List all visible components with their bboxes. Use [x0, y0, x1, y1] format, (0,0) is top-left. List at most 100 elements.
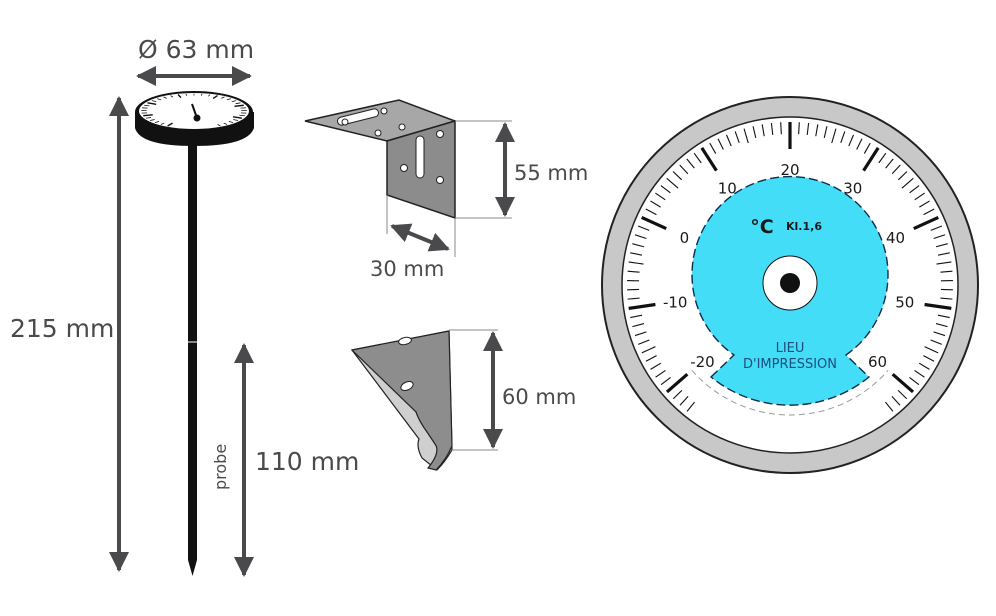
- dial-tick-small: [157, 98, 162, 101]
- dial-minor-tick: [752, 126, 757, 139]
- dial-minor-tick: [660, 376, 671, 386]
- dial-scale-label: 40: [886, 229, 905, 247]
- dial-minor-tick: [848, 134, 854, 147]
- dial-major-tick: [641, 215, 667, 231]
- dial-minor-tick: [909, 185, 920, 194]
- bracket-hole: [374, 129, 382, 137]
- dial-tick-small: [226, 98, 231, 101]
- clip-hole: [398, 336, 412, 346]
- dial-minor-tick: [940, 297, 953, 300]
- unit-label: °C: [750, 216, 773, 238]
- dial-inner-guide: [691, 369, 889, 416]
- clip-hole: [400, 380, 414, 392]
- dial-minor-tick: [923, 208, 935, 216]
- dial-tick-small: [234, 104, 244, 108]
- dial-minor-tick: [632, 243, 645, 248]
- dial-scale-label: 30: [843, 179, 862, 197]
- dial-minor-tick: [909, 376, 920, 386]
- bracket-hole: [400, 164, 408, 172]
- dial-minor-tick: [686, 158, 695, 169]
- dial-scale-label: 0: [680, 229, 690, 247]
- dial-minor-tick: [937, 314, 950, 319]
- probe-word-label: probe: [211, 444, 230, 490]
- dial-minor-tick: [679, 164, 689, 175]
- dial-minor-tick: [650, 200, 661, 208]
- dial-minor-tick: [914, 192, 925, 201]
- dial-tick-small: [143, 114, 153, 117]
- dial-minor-tick: [634, 331, 647, 337]
- bracket-slot-side: [415, 135, 425, 179]
- dial-tick-small: [212, 94, 218, 100]
- bracket-height-label: 55 mm: [514, 161, 588, 185]
- dial-minor-tick: [672, 171, 683, 181]
- dial-minor-tick: [734, 131, 740, 143]
- dial-tick-small: [200, 93, 203, 96]
- dial-tick-small: [221, 96, 225, 99]
- clip-height-label: 60 mm: [502, 385, 576, 409]
- dial-scale-label: 60: [868, 353, 887, 371]
- dial-scale-label: 50: [895, 294, 914, 312]
- clip-front: [350, 330, 453, 471]
- dial-minor-tick: [815, 124, 819, 137]
- dial-major-tick: [913, 215, 939, 231]
- dial-minor-tick: [628, 261, 644, 265]
- bracket-hole: [341, 118, 349, 126]
- dial-minor-tick: [627, 297, 640, 300]
- dial-scale-label: -10: [663, 294, 688, 312]
- bracket-depth-arrow: [390, 223, 450, 252]
- probe-tip: [188, 560, 197, 576]
- dial-tick-small: [235, 102, 241, 105]
- dial-minor-tick: [856, 138, 863, 150]
- dial-front-view: °C Kl.1,6 LIEU D'IMPRESSION -20-10010203…: [601, 96, 979, 474]
- dial-minor-tick: [645, 208, 657, 216]
- diameter-label: Ø 63 mm: [138, 35, 254, 64]
- dial-scale-label: 10: [718, 179, 737, 197]
- dial-minor-tick: [831, 128, 837, 144]
- dial-minor-tick: [878, 152, 887, 164]
- dial-minor-tick: [891, 164, 901, 175]
- probe-length-label: 110 mm: [255, 447, 359, 476]
- dial-minor-tick: [918, 362, 930, 370]
- dial-minor-tick: [709, 142, 717, 154]
- dial-major-tick: [862, 147, 880, 172]
- dial-major-tick: [891, 373, 915, 394]
- dial-center-hub: [780, 273, 800, 293]
- dial-minor-tick: [666, 177, 679, 189]
- dial-minor-tick: [693, 152, 702, 164]
- dial-minor-tick: [933, 234, 946, 239]
- dial-scale-label: 20: [780, 161, 799, 179]
- dial-minor-tick: [897, 171, 908, 181]
- dial-minor-tick: [940, 270, 953, 273]
- dial-tick-small: [147, 102, 157, 106]
- dial-tick-small: [149, 119, 155, 121]
- dial-minor-tick: [937, 252, 950, 256]
- dial-minor-tick: [637, 225, 650, 231]
- accuracy-class-label: Kl.1,6: [786, 220, 822, 233]
- dial-tick-small: [217, 124, 221, 127]
- dial-minor-tick: [655, 192, 666, 201]
- bracket-hole: [436, 130, 444, 138]
- dial-minor-tick: [655, 369, 666, 378]
- dial-minor-tick: [717, 138, 724, 150]
- dial-minor-tick: [798, 122, 800, 135]
- dial-minor-tick: [761, 124, 765, 137]
- dial-minor-tick: [780, 122, 782, 135]
- dial-minor-tick: [884, 401, 894, 412]
- dial-minor-tick: [897, 390, 908, 400]
- dial-minor-tick: [923, 355, 935, 362]
- dial-minor-tick: [686, 401, 696, 412]
- dial-minor-tick: [650, 362, 662, 370]
- dial-tick-small: [233, 119, 239, 121]
- total-length-label: 215 mm: [10, 314, 114, 343]
- dial-tick-small: [231, 100, 237, 103]
- dial-minor-tick: [645, 355, 657, 362]
- dial-tick-small: [177, 94, 182, 99]
- dial-major-tick: [700, 147, 718, 172]
- dial-minor-tick: [919, 200, 930, 208]
- dial-minor-tick: [935, 323, 948, 328]
- dial-minor-tick: [672, 390, 683, 400]
- dial-minor-tick: [806, 123, 810, 136]
- dial-scale-ticks: [627, 122, 953, 416]
